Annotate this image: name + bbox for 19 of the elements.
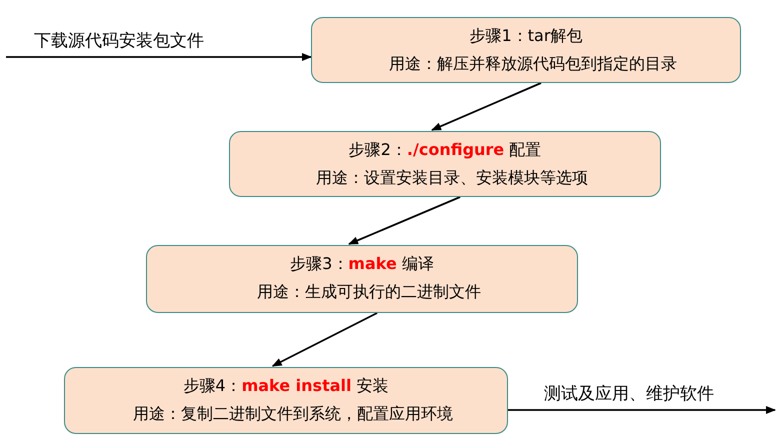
arrow: [348, 196, 460, 245]
process-box: [146, 245, 578, 313]
arrow: [6, 53, 312, 61]
step-description: 用途：复制二进制文件到系统，配置应用环境: [132, 404, 454, 425]
edge-label: 测试及应用、维护软件: [544, 383, 714, 405]
process-box: [311, 17, 741, 83]
step-description: 用途：生成可执行的二进制文件: [256, 282, 482, 303]
step-title: 步骤3：make 编译: [289, 254, 435, 275]
arrow: [272, 312, 378, 367]
arrow: [508, 406, 776, 414]
step-description: 用途：设置安装目录、安装模块等选项: [315, 168, 589, 189]
step-description: 用途：解压并释放源代码包到指定的目录: [388, 54, 678, 75]
step-title: 步骤2：./configure 配置: [348, 140, 542, 161]
arrow: [431, 82, 542, 131]
process-box: [229, 131, 661, 197]
step-title: 步骤1：tar解包: [468, 26, 584, 47]
edge-label: 下载源代码安装包文件: [34, 30, 204, 52]
process-box: [64, 367, 508, 434]
step-title: 步骤4：make install 安装: [182, 376, 390, 397]
